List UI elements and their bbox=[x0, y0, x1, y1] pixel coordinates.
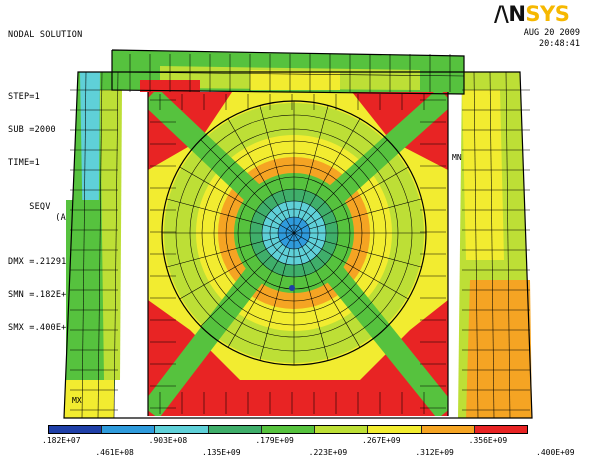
plot-title: NODAL SOLUTION bbox=[8, 30, 83, 40]
color-legend bbox=[48, 425, 528, 434]
legend-swatch-3 bbox=[208, 426, 262, 433]
ansys-logo: /\NSYS bbox=[494, 2, 570, 26]
legend-label-bottom-3: .312E+09 bbox=[415, 448, 454, 457]
smx-readout: SMX =.400E+09 bbox=[8, 323, 78, 333]
mn-marker: MN bbox=[452, 153, 462, 162]
legend-label-bottom-2: .223E+09 bbox=[308, 448, 348, 457]
legend-label-top-2: .179E+09 bbox=[255, 436, 294, 445]
time-label: 20:48:41 bbox=[539, 39, 580, 49]
time-readout: TIME=1 bbox=[8, 158, 40, 168]
legend-label-top-0: .182E+07 bbox=[42, 436, 81, 445]
timestamp: AUG 20 2009 20:48:41 bbox=[524, 28, 580, 50]
min-stress-point bbox=[289, 285, 295, 291]
legend-swatch-1 bbox=[102, 426, 156, 433]
date-label: AUG 20 2009 bbox=[523, 28, 580, 38]
plate-region bbox=[148, 92, 448, 416]
right-column-region bbox=[458, 72, 532, 418]
legend-label-bottom-1: .135E+09 bbox=[202, 448, 241, 457]
result-type: SEQV bbox=[29, 202, 51, 212]
legend-label-top-3: .267E+09 bbox=[362, 436, 401, 445]
legend-swatch-0 bbox=[49, 426, 103, 433]
mx-marker: MX bbox=[72, 396, 82, 405]
structure-outline bbox=[63, 49, 533, 419]
legend-label-bottom-0: .461E+08 bbox=[95, 448, 134, 457]
legend-swatch-6 bbox=[368, 426, 422, 433]
step-readout: STEP=1 bbox=[8, 92, 40, 102]
legend-swatch-2 bbox=[155, 426, 209, 433]
legend-swatch-8 bbox=[474, 426, 527, 433]
legend-label-top-1: .903E+08 bbox=[148, 436, 188, 445]
element-mesh bbox=[70, 54, 530, 419]
legend-swatch-4 bbox=[261, 426, 316, 433]
smn-readout: SMN =.182E+07 bbox=[8, 290, 78, 300]
legend-swatch-7 bbox=[421, 426, 475, 433]
legend-label-bottom-4: .400E+09 bbox=[536, 448, 575, 457]
left-column-region bbox=[64, 72, 122, 418]
dmx-readout: DMX =.212917 bbox=[8, 257, 72, 267]
legend-label-top-4: .356E+09 bbox=[468, 436, 508, 445]
legend-swatch-5 bbox=[315, 426, 369, 433]
substep-readout: SUB =2000 bbox=[8, 125, 56, 135]
